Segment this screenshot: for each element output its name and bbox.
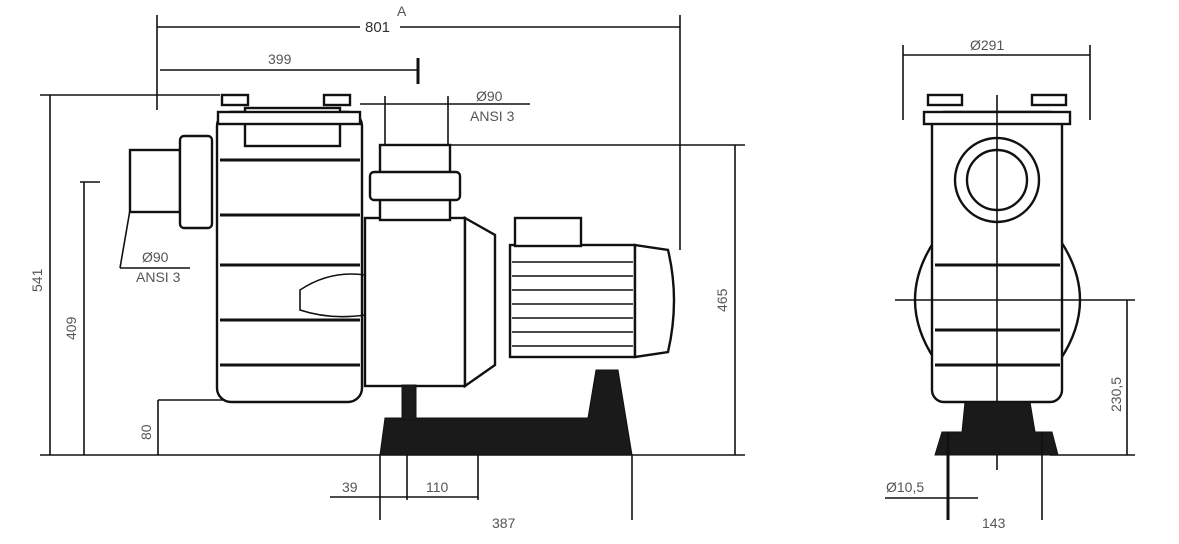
inlet-standard-label: ANSI 3 [136,269,181,285]
front-base [934,401,1059,456]
total-height-label: 541 [29,268,45,292]
base-support [401,384,417,421]
inlet-offset-label: 399 [268,51,292,67]
outlet-standard-label: ANSI 3 [470,108,515,124]
inlet-union [178,134,214,230]
base-length-label: 387 [492,515,516,531]
foot-width-label: 143 [982,515,1006,531]
front-knob-right [1030,93,1068,107]
foot-spacing-label: 110 [426,479,449,495]
outlet-union [368,170,462,202]
motor-flange [463,215,497,389]
foot-offset-label: 39 [342,479,358,495]
base-height-label: 80 [138,424,154,440]
strainer-housing [215,110,364,404]
connector [299,273,366,318]
motor-fins [512,261,633,347]
inlet-diameter-label: Ø90 [142,249,169,265]
front-knob-left [926,93,964,107]
bolt-hole-label: Ø10,5 [886,479,924,495]
outlet-diameter-label: Ø90 [476,88,503,104]
lid-knob-right [322,93,352,107]
front-width-label: Ø291 [970,37,1004,53]
outlet-height-label: 465 [714,288,730,312]
inlet-height-label: 409 [63,316,79,340]
strainer-ribs [220,158,360,367]
leader-line [119,209,131,269]
marker-label: A [397,3,407,19]
lid-knob-left [220,93,250,107]
pump-volute [363,216,467,388]
overall-length-label: 801 [365,19,390,36]
lid-clamp [216,110,362,126]
front-view: Ø291 230,5 Ø10,5 143 [885,37,1135,531]
terminal-box [513,216,583,248]
fan-cover [633,243,676,359]
motor-body [508,243,637,359]
inlet-pipe [128,148,182,214]
side-view: 801 A 399 Ø90 ANSI 3 Ø90 ANSI 3 [29,3,745,531]
axis-height-label: 230,5 [1108,377,1124,412]
